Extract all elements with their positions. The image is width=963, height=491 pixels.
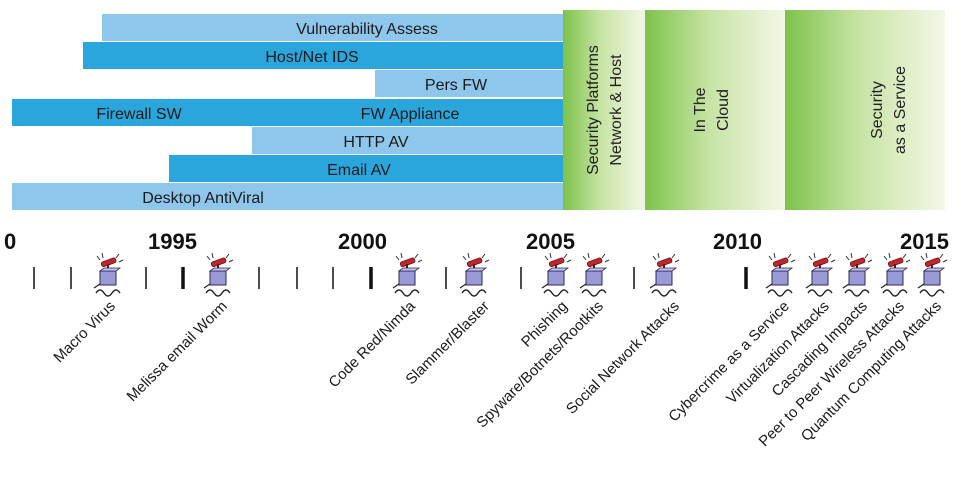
year-label-0: 0 — [4, 229, 16, 254]
bar-label-vulnerability-assess: Vulnerability Assess — [296, 21, 438, 38]
era-label-service-1: Security — [869, 81, 886, 139]
bar-label-desktop-antiviral: Desktop AntiViral — [142, 190, 264, 207]
era-label-cloud-2: Cloud — [715, 89, 732, 131]
year-label-1995: 1995 — [148, 229, 197, 254]
bar-label-email-av: Email AV — [327, 162, 391, 179]
attack-bomb-icon — [765, 252, 796, 297]
bar-label-fw-appliance: FW Appliance — [361, 106, 460, 123]
timeline-ticks — [33, 267, 748, 289]
year-label-2000: 2000 — [338, 229, 387, 254]
attack-bomb-icon — [917, 252, 948, 297]
attack-labels: Macro Virus Melissa email Worm Code Red/… — [50, 297, 944, 450]
attack-bomb-icon — [203, 252, 234, 297]
bar-label-http-av: HTTP AV — [343, 134, 409, 151]
bar-vulnerability-assess — [102, 14, 563, 41]
attack-label-melissa-email-worm: Melissa email Worm — [124, 298, 231, 405]
attack-bomb-icon — [880, 252, 911, 297]
bar-http-av — [252, 127, 563, 154]
bar-pers-fw — [375, 70, 563, 97]
era-label-cloud-1: In The — [692, 87, 709, 132]
attack-bomb-icon — [579, 252, 610, 297]
attack-bomb-icon — [392, 252, 423, 297]
product-bars: Vulnerability Assess Host/Net IDS Pers F… — [12, 14, 563, 210]
attack-bomb-icon — [93, 252, 124, 297]
year-label-2015: 2015 — [900, 229, 949, 254]
era-label-platforms-2: Network & Host — [608, 54, 625, 166]
year-labels: 0 1995 2000 2005 2010 2015 — [4, 229, 949, 254]
attack-bomb-icon — [842, 252, 873, 297]
bar-label-pers-fw: Pers FW — [425, 77, 488, 94]
bar-firewall — [12, 99, 563, 126]
era-panels: Security Platforms Network & Host In The… — [563, 10, 945, 210]
attack-bomb-icon — [805, 252, 836, 297]
attack-bomb-icon — [459, 252, 490, 297]
bar-desktop-antiviral — [12, 183, 563, 210]
bar-email-av — [169, 155, 563, 182]
year-label-2005: 2005 — [526, 229, 575, 254]
year-label-2010: 2010 — [713, 229, 762, 254]
era-label-service-2: as a Service — [892, 66, 909, 154]
attack-bomb-icon — [649, 252, 680, 297]
bar-host-net-ids — [83, 42, 563, 69]
era-panel-platforms — [563, 10, 645, 210]
bar-label-host-net-ids: Host/Net IDS — [265, 49, 358, 66]
attack-bomb-icon — [541, 252, 572, 297]
attack-icons — [93, 252, 948, 297]
bar-label-firewall-sw: Firewall SW — [96, 106, 182, 123]
era-panel-service — [785, 10, 945, 210]
attack-label-macro-virus: Macro Virus — [50, 298, 118, 366]
era-label-platforms-1: Security Platforms — [585, 45, 602, 175]
era-panel-cloud — [645, 10, 785, 210]
